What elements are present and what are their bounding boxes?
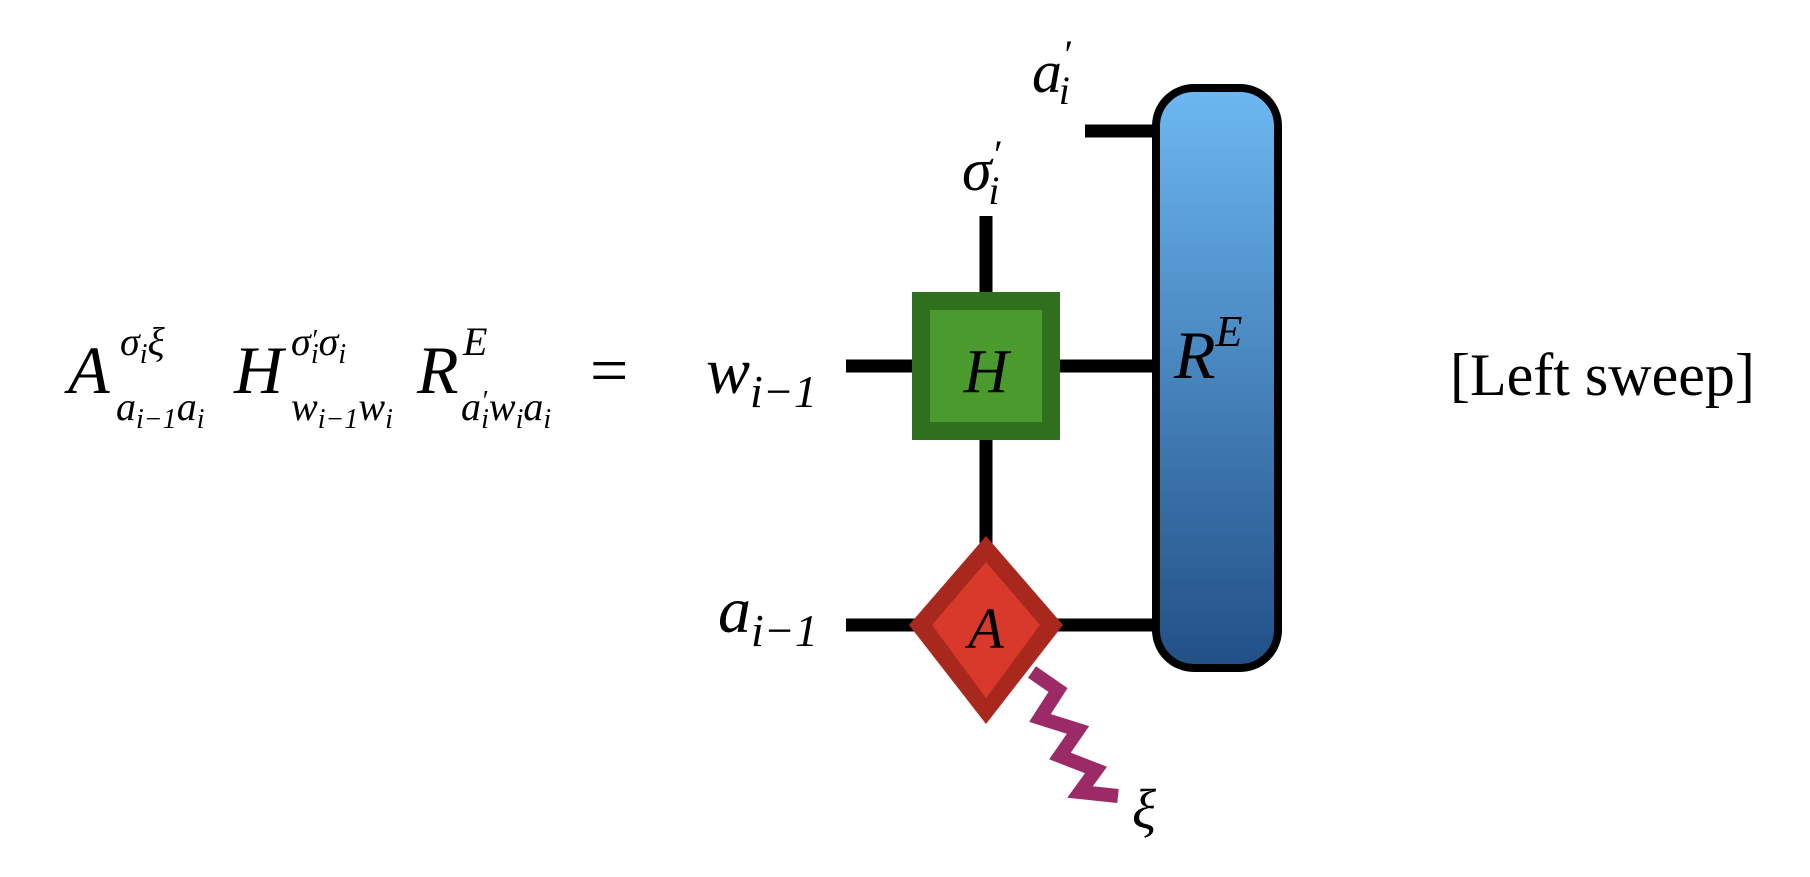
H-tensor-inner bbox=[930, 310, 1042, 422]
R-tensor: RE bbox=[1152, 84, 1282, 672]
eq-R-sub: a′iwiai bbox=[461, 384, 551, 435]
R-tensor-label: RE bbox=[1173, 307, 1243, 393]
label-xi: ξ bbox=[1132, 779, 1156, 841]
label-a-left: ai−1 bbox=[718, 574, 818, 656]
A-tensor-label: A bbox=[964, 596, 1004, 661]
label-w-left: wi−1 bbox=[706, 335, 817, 417]
caption-left-sweep: [Left sweep] bbox=[1450, 342, 1755, 408]
H-tensor-label: H bbox=[963, 338, 1012, 406]
eq-H-sub: wi−1wi bbox=[291, 384, 393, 435]
eq-A-sup: σiξ bbox=[120, 319, 166, 370]
A-tensor: A bbox=[909, 536, 1063, 724]
eq-H-sup: σ′iσi bbox=[291, 319, 346, 370]
A-tensor-inner bbox=[932, 562, 1040, 698]
label-a-top: a′i bbox=[1032, 32, 1072, 113]
eq-A: A bbox=[64, 332, 110, 408]
eq-equals: = bbox=[590, 332, 628, 408]
label-sigma-top: σ′i bbox=[962, 132, 1002, 213]
xi-wiggle-leg bbox=[1028, 666, 1119, 803]
R-tensor-block bbox=[1152, 84, 1282, 672]
eq-H: H bbox=[233, 332, 287, 408]
eq-A-sub: ai−1ai bbox=[116, 384, 204, 435]
H-tensor: H bbox=[912, 292, 1060, 440]
eq-R-sup: E bbox=[462, 319, 487, 364]
eq-R: R bbox=[416, 332, 459, 408]
equation: A σiξ ai−1ai H σ′iσi wi−1wi R E a′iwiai … bbox=[64, 319, 628, 435]
